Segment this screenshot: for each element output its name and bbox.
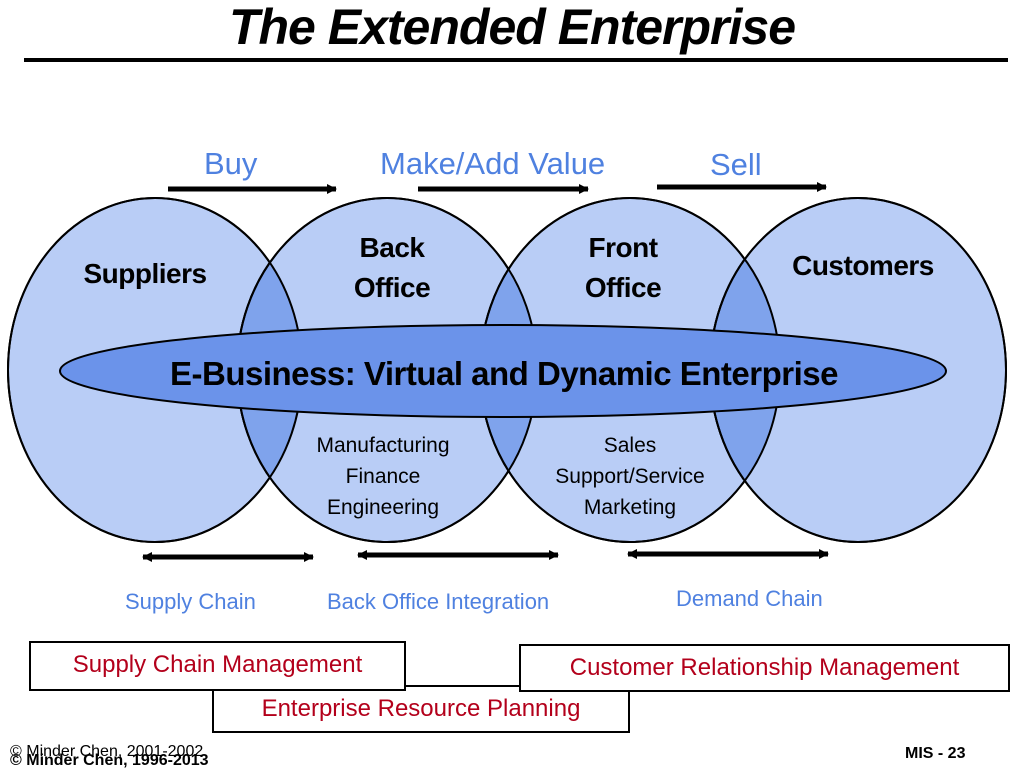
title-divider [24,58,1008,62]
sell-label: Sell [710,147,762,182]
function-support-service: Support/Service [555,465,705,488]
e-business-ellipse [59,324,947,418]
back-office-functions: Manufacturing Finance Engineering [283,430,483,523]
buy-label: Buy [204,146,258,181]
customer-relationship-management-box: Customer Relationship Management [519,644,1010,692]
front-office-functions: Sales Support/Service Marketing [530,430,730,523]
supply-chain-label: Supply Chain [125,589,256,614]
function-finance: Finance [345,465,421,488]
copyright-old: © Minder Chen, 2001-2002 [10,743,204,760]
e-business-label: E-Business: Virtual and Dynamic Enterpri… [170,355,838,392]
function-manufacturing: Manufacturing [316,434,450,457]
front-office-label-line2: Office [584,272,662,303]
back-office-label-line1: Back [359,232,425,263]
slide-title: The Extended Enterprise [228,0,796,55]
suppliers-label: Suppliers [83,258,207,289]
front-office-label-line1: Front [588,232,658,263]
back-office-integration-label: Back Office Integration [327,589,550,614]
function-marketing: Marketing [583,496,677,519]
enterprise-resource-planning-box: Enterprise Resource Planning [212,685,630,733]
demand-chain-label: Demand Chain [676,586,823,611]
supply-chain-management-box: Supply Chain Management [29,641,406,691]
copyright-new: © Minder Chen, 1996-2013 [10,752,209,769]
back-office-label-line2: Office [353,272,431,303]
function-sales: Sales [603,434,657,457]
function-engineering: Engineering [326,496,440,519]
slide-number: MIS - 23 [905,745,966,762]
make-add-value-label: Make/Add Value [380,146,606,181]
front-office-label: Front Office [543,228,703,308]
customers-label: Customers [792,250,934,281]
back-office-label: Back Office [312,228,472,308]
